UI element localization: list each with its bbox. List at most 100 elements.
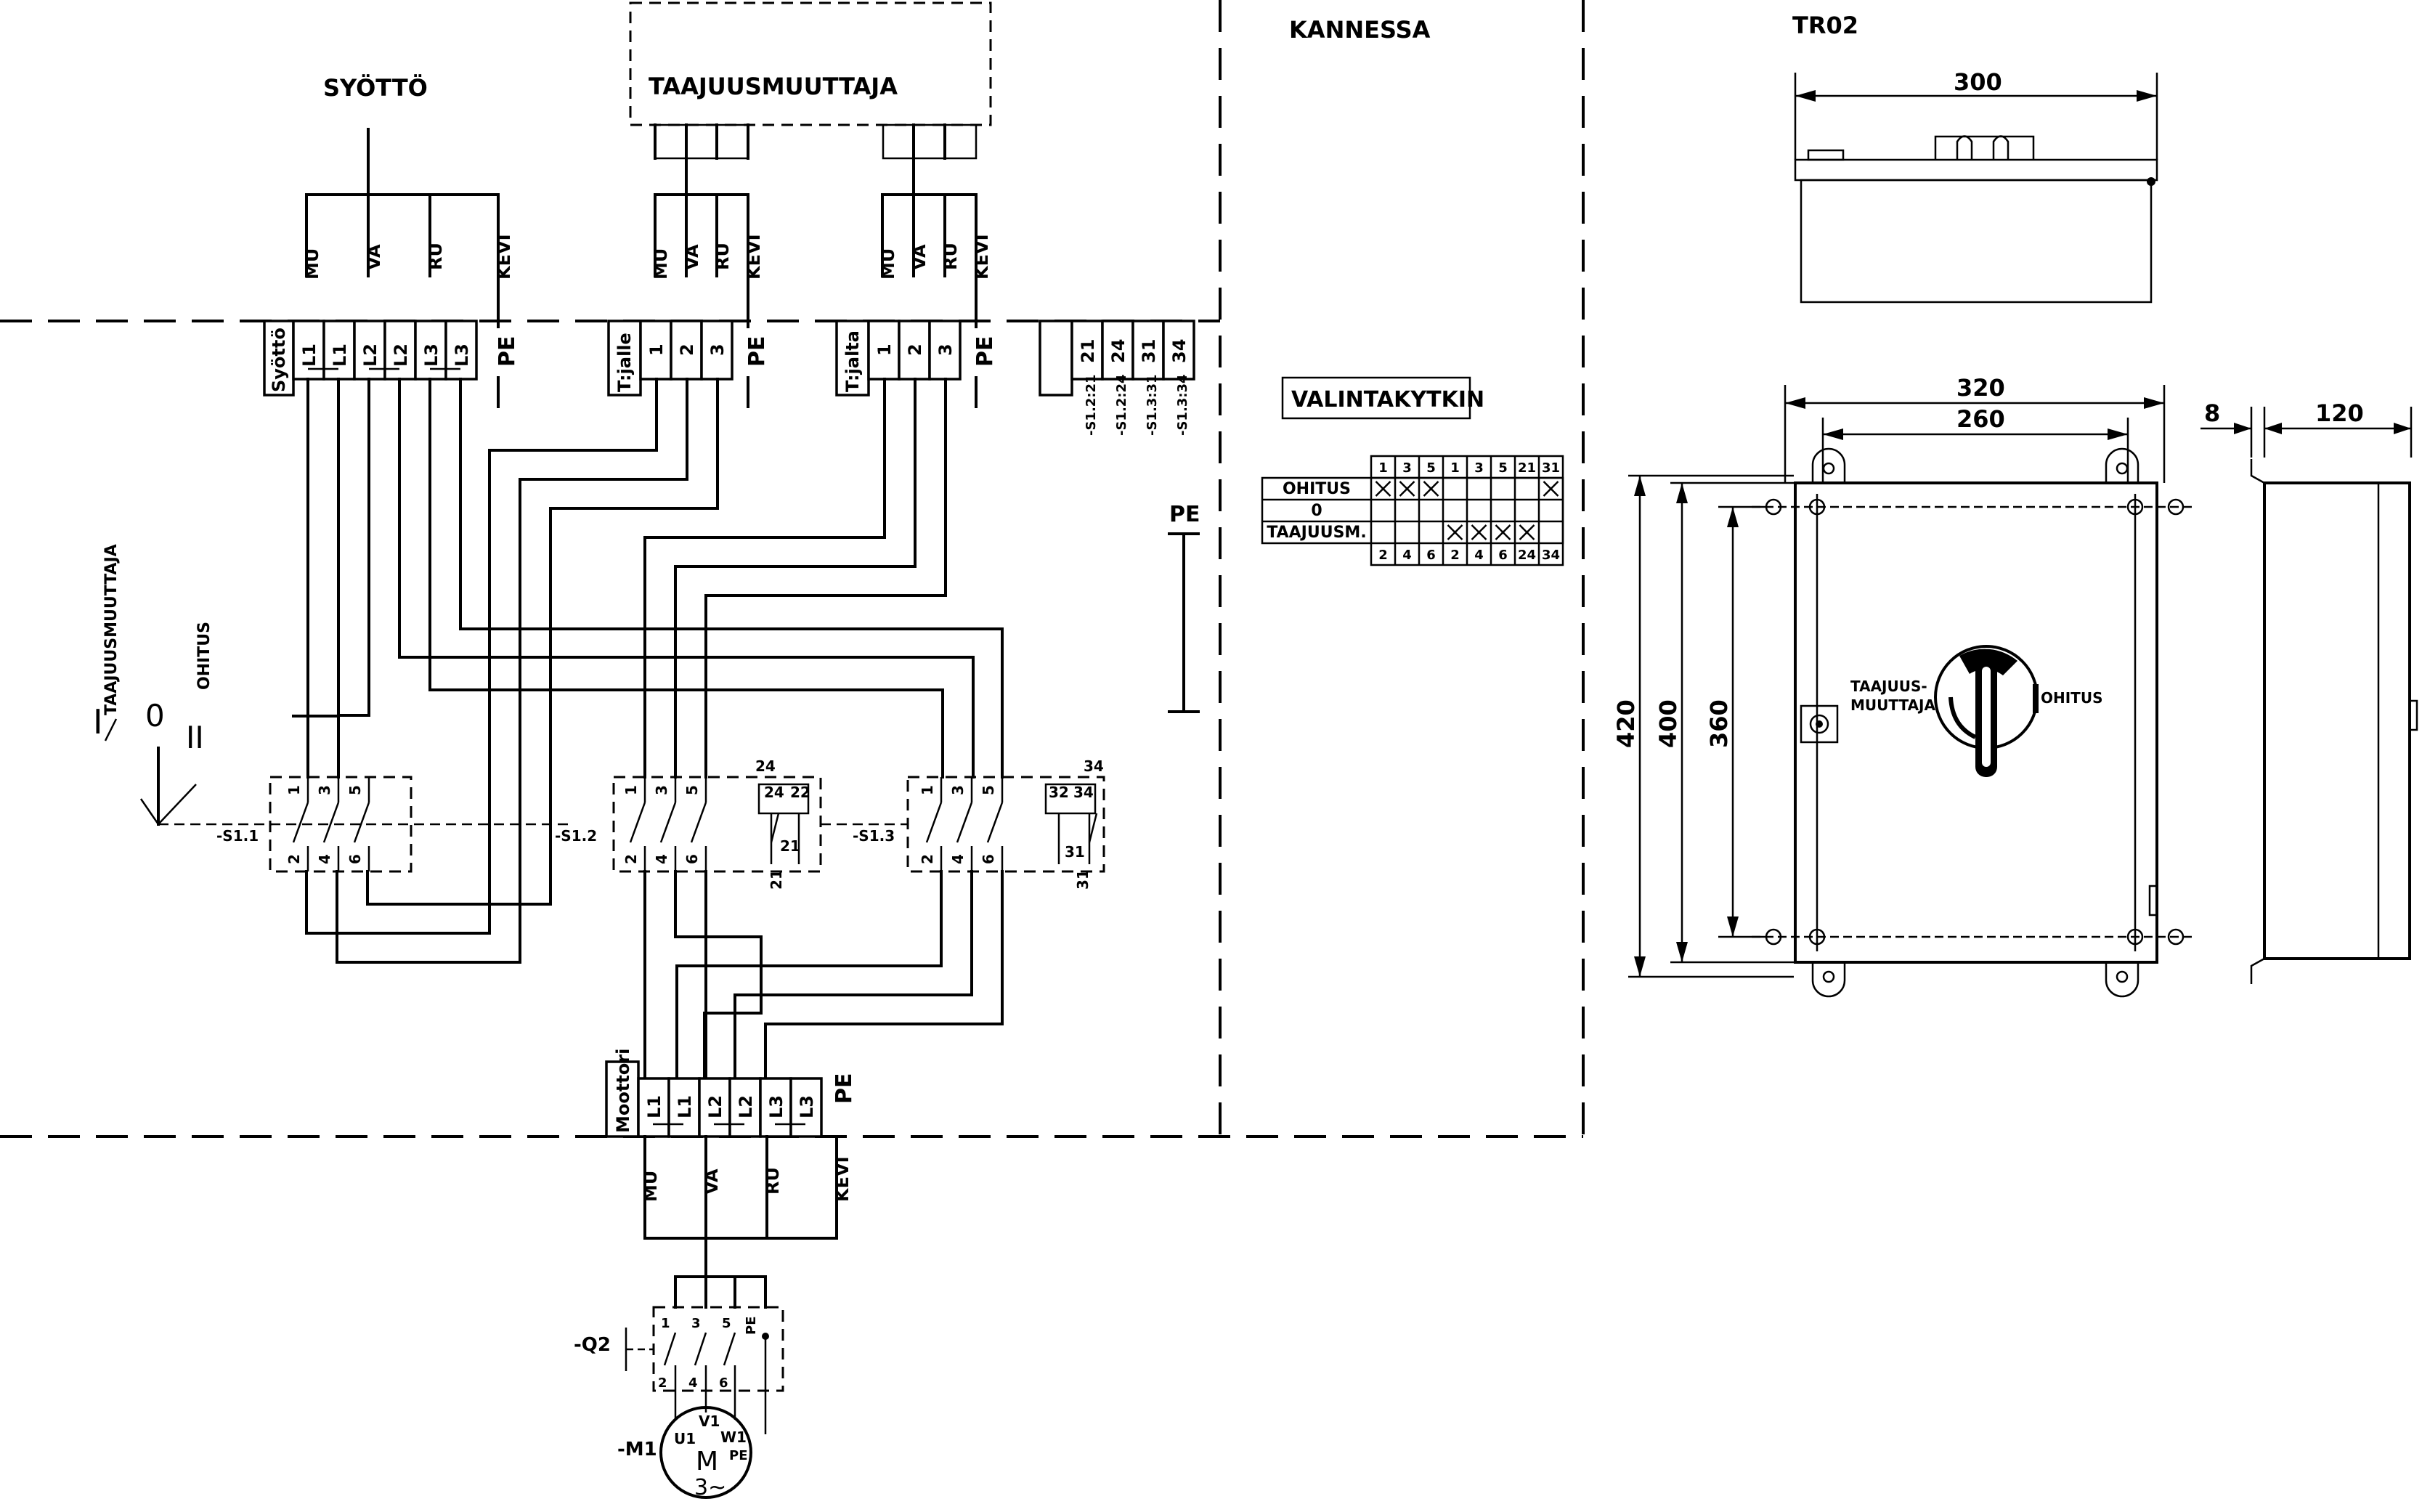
svg-text:3: 3: [935, 344, 956, 356]
svg-text:L1: L1: [299, 344, 320, 367]
svg-text:VA: VA: [909, 244, 930, 270]
table-mark: [1519, 524, 1535, 540]
svg-text:3: 3: [707, 344, 728, 356]
svg-text:1: 1: [661, 1316, 670, 1331]
internal-wiring: [292, 378, 1004, 1080]
table-header-cell: 3: [1402, 460, 1412, 476]
table-mark: [1399, 481, 1415, 497]
svg-text:4: 4: [688, 1375, 698, 1391]
drive-in-bus: [654, 123, 749, 277]
svg-text:3: 3: [653, 785, 670, 795]
svg-text:L1: L1: [330, 344, 350, 367]
table-header-cell: 21: [1518, 460, 1536, 476]
svg-text:34: 34: [1073, 784, 1094, 801]
svg-text:L1: L1: [675, 1095, 695, 1118]
svg-text:32: 32: [1049, 784, 1069, 801]
svg-text:400: 400: [1654, 699, 1682, 748]
svg-text:PE: PE: [729, 1448, 748, 1463]
table-mark: [1471, 524, 1487, 540]
drive-out-bus: [881, 123, 978, 277]
svg-text:3: 3: [691, 1316, 701, 1331]
svg-text:31: 31: [1139, 339, 1159, 363]
drive-heading: TAAJUUSMUUTTAJA: [649, 73, 898, 100]
svg-text:4: 4: [949, 854, 967, 864]
svg-text:L2: L2: [360, 344, 381, 367]
svg-text:3: 3: [316, 785, 333, 795]
svg-text:L3: L3: [452, 344, 472, 367]
table-header-cell: 31: [1542, 460, 1560, 476]
svg-text:-S1.3:34: -S1.3:34: [1175, 374, 1190, 436]
table-footer-cell: 2: [1450, 548, 1460, 563]
selector-title: VALINTAKYTKIN: [1281, 376, 1484, 420]
svg-text:KEVI: KEVI: [744, 235, 764, 280]
svg-text:2: 2: [919, 854, 936, 864]
svg-text:V1: V1: [699, 1413, 720, 1430]
enclosure-side-view: 8 120: [2200, 399, 2418, 984]
svg-text:2: 2: [905, 344, 925, 356]
svg-text:OHITUS: OHITUS: [195, 622, 214, 690]
svg-text:260: 260: [1956, 405, 2005, 433]
feed-heading: SYÖTTÖ: [323, 74, 428, 102]
svg-text:VA: VA: [702, 1168, 722, 1195]
feed-wire-labels: MU VA RU KEVI: [302, 235, 514, 280]
svg-text:420: 420: [1612, 699, 1640, 748]
drive-out-wire-labels: MU VA RU KEVI: [878, 235, 992, 280]
table-mark: [1543, 481, 1559, 497]
table-header-cell: 5: [1498, 460, 1508, 476]
svg-text:22: 22: [790, 784, 810, 801]
svg-text:0: 0: [145, 698, 165, 733]
svg-text:21: 21: [780, 837, 800, 855]
svg-text:5: 5: [346, 785, 364, 795]
svg-text:L2: L2: [736, 1095, 756, 1118]
svg-text:-S1.3:31: -S1.3:31: [1145, 374, 1160, 436]
svg-text:PE: PE: [744, 336, 770, 367]
svg-text:24: 24: [755, 757, 776, 775]
svg-text:-Q2: -Q2: [574, 1334, 611, 1356]
lid-heading: KANNESSA: [1289, 16, 1431, 44]
svg-text:MUUTTAJA: MUUTTAJA: [1850, 696, 1935, 714]
motor-breaker-q2: -Q2 1 3 5 PE 2 4 6: [574, 1306, 784, 1392]
table-header-cell: 1: [1450, 460, 1460, 476]
table-footer-cell: 2: [1378, 548, 1388, 563]
svg-text:2: 2: [285, 854, 303, 864]
table-row-label: TAAJUUSM.: [1267, 524, 1366, 542]
table-footer-cell: 24: [1518, 548, 1536, 563]
svg-text:34: 34: [1169, 339, 1190, 363]
svg-text:RU: RU: [712, 243, 733, 270]
svg-text:KEVI: KEVI: [972, 235, 992, 280]
svg-text:360: 360: [1705, 699, 1733, 748]
svg-text:MU: MU: [878, 248, 898, 280]
svg-text:PE: PE: [1169, 502, 1200, 527]
svg-text:VALINTAKYTKIN: VALINTAKYTKIN: [1291, 387, 1484, 412]
svg-text:31: 31: [1065, 843, 1085, 861]
svg-text:2: 2: [677, 344, 697, 356]
svg-text:4: 4: [653, 854, 670, 864]
feed-bus: [305, 128, 500, 277]
svg-text:-S1.2: -S1.2: [555, 827, 597, 845]
table-footer-cell: 4: [1474, 548, 1484, 563]
svg-text:5: 5: [722, 1316, 731, 1331]
svg-text:4: 4: [316, 854, 333, 864]
svg-text:Syöttö: Syöttö: [269, 328, 289, 392]
svg-text:2: 2: [622, 854, 640, 864]
svg-text:M: M: [696, 1447, 718, 1476]
table-header-cell: 1: [1378, 460, 1388, 476]
motor-bus: MU VA RU KEVI: [641, 1135, 853, 1309]
svg-text:MU: MU: [651, 248, 671, 280]
svg-text:T:jalle: T:jalle: [614, 333, 635, 392]
from-drive-terminal-block: T:jalta 1 2 3 PE: [835, 275, 998, 408]
svg-text:KEVI: KEVI: [832, 1157, 853, 1203]
switch-s1-2: -S1.2 1 3 5 2 4 6 24 24 22 21 21: [555, 757, 822, 890]
motor-terminal-block: Moottori L1 L1 L2 L2 L3 L3 PE: [605, 1049, 857, 1138]
svg-text:L1: L1: [644, 1095, 665, 1118]
svg-text:PE: PE: [972, 336, 998, 367]
table-header-cell: 3: [1474, 460, 1484, 476]
svg-text:6: 6: [683, 854, 701, 864]
svg-text:Moottori: Moottori: [613, 1049, 633, 1133]
svg-text:RU: RU: [763, 1167, 783, 1195]
svg-text:TAAJUUSMUUTTAJA: TAAJUUSMUUTTAJA: [102, 544, 121, 715]
model-heading: TR02: [1792, 12, 1858, 39]
motor-m1: -M1 U1 V1 W1 PE M 3~: [617, 1391, 767, 1500]
